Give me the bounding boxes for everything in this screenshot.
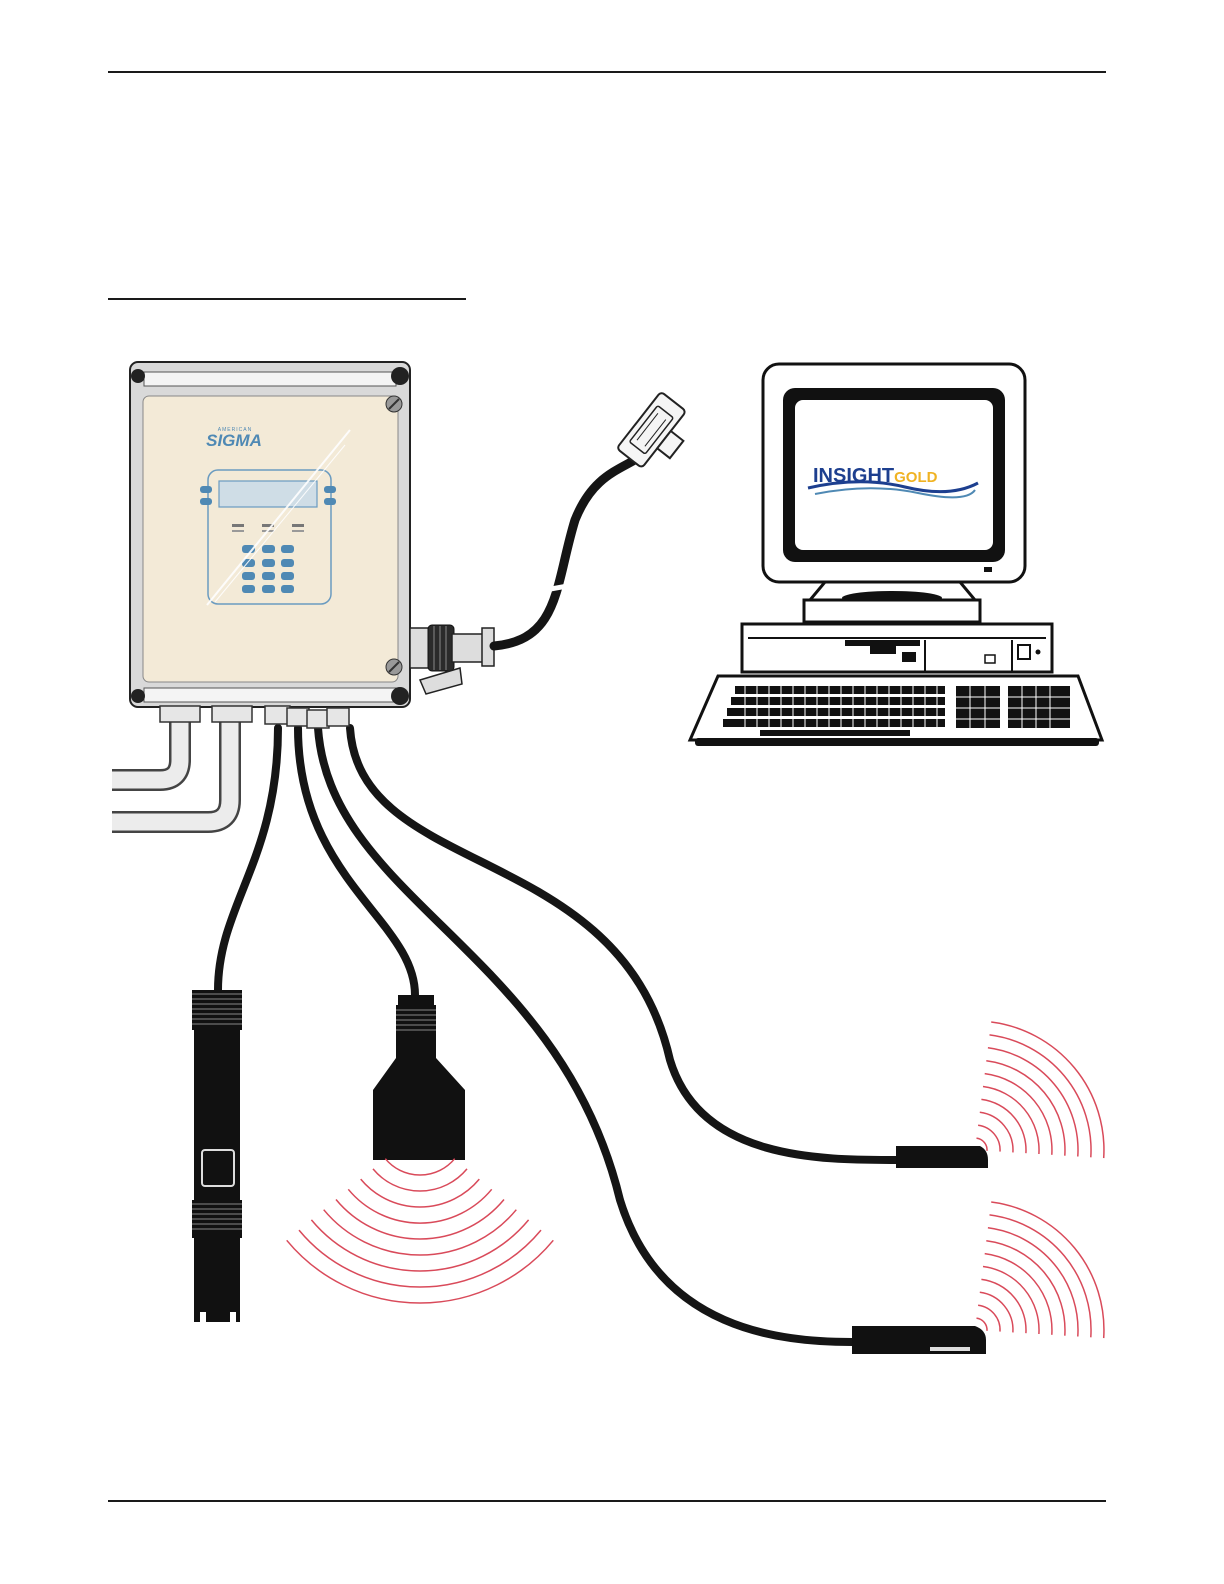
velocity-sensor-1-signal-waves: [977, 1022, 1104, 1158]
enclosure-face: [143, 396, 398, 682]
signal-wave-arc: [985, 1074, 1052, 1155]
signal-wave-arc: [348, 1189, 491, 1223]
signal-wave-arc: [990, 1215, 1092, 1337]
cable-gland: [307, 710, 329, 728]
signal-wave-arc: [361, 1179, 480, 1207]
lcd-display: [219, 481, 317, 507]
signal-wave-arc: [980, 1112, 1013, 1152]
cable-gland: [160, 706, 200, 722]
signal-wave-arc: [311, 1220, 528, 1271]
brand-logo: SIGMA: [206, 431, 262, 450]
flow-meter-controller: AMERICAN SIGMA: [130, 362, 494, 728]
side-connector: [410, 628, 430, 668]
signal-wave-arc: [991, 1202, 1104, 1338]
signal-wave-arc: [981, 1279, 1026, 1333]
signal-wave-arc: [981, 1099, 1026, 1153]
signal-wave-arc: [980, 1292, 1013, 1332]
signal-wave-arc: [991, 1022, 1104, 1158]
cable-gland: [212, 706, 252, 722]
velocity-sensor-1: [896, 1146, 988, 1168]
signal-wave-arc: [373, 1169, 467, 1191]
signal-wave-arc: [336, 1200, 504, 1240]
serial-cable: [494, 392, 699, 646]
ph-probe-sensor: [192, 990, 242, 1322]
signal-wave-arc: [985, 1254, 1052, 1335]
system-unit: [742, 624, 1052, 672]
velocity-sensor-2-signal-waves: [977, 1202, 1104, 1338]
soft-key-button: [324, 498, 336, 505]
signal-wave-arc: [978, 1305, 1000, 1331]
desktop-computer: INSIGHTGOLD: [690, 364, 1102, 746]
conduit-pipes: [112, 720, 230, 822]
soft-key-button: [324, 486, 336, 493]
signal-wave-arc: [990, 1035, 1092, 1157]
sensor-cables: [218, 728, 896, 1342]
velocity-sensor-2: [852, 1326, 986, 1354]
ultrasonic-sensor: [373, 995, 465, 1160]
soft-key-button: [200, 498, 212, 505]
ultrasonic-signal-waves: [287, 1159, 554, 1303]
cable-gland: [327, 708, 349, 726]
soft-key-button: [200, 486, 212, 493]
cable-gland: [287, 708, 309, 726]
signal-wave-arc: [385, 1159, 454, 1175]
